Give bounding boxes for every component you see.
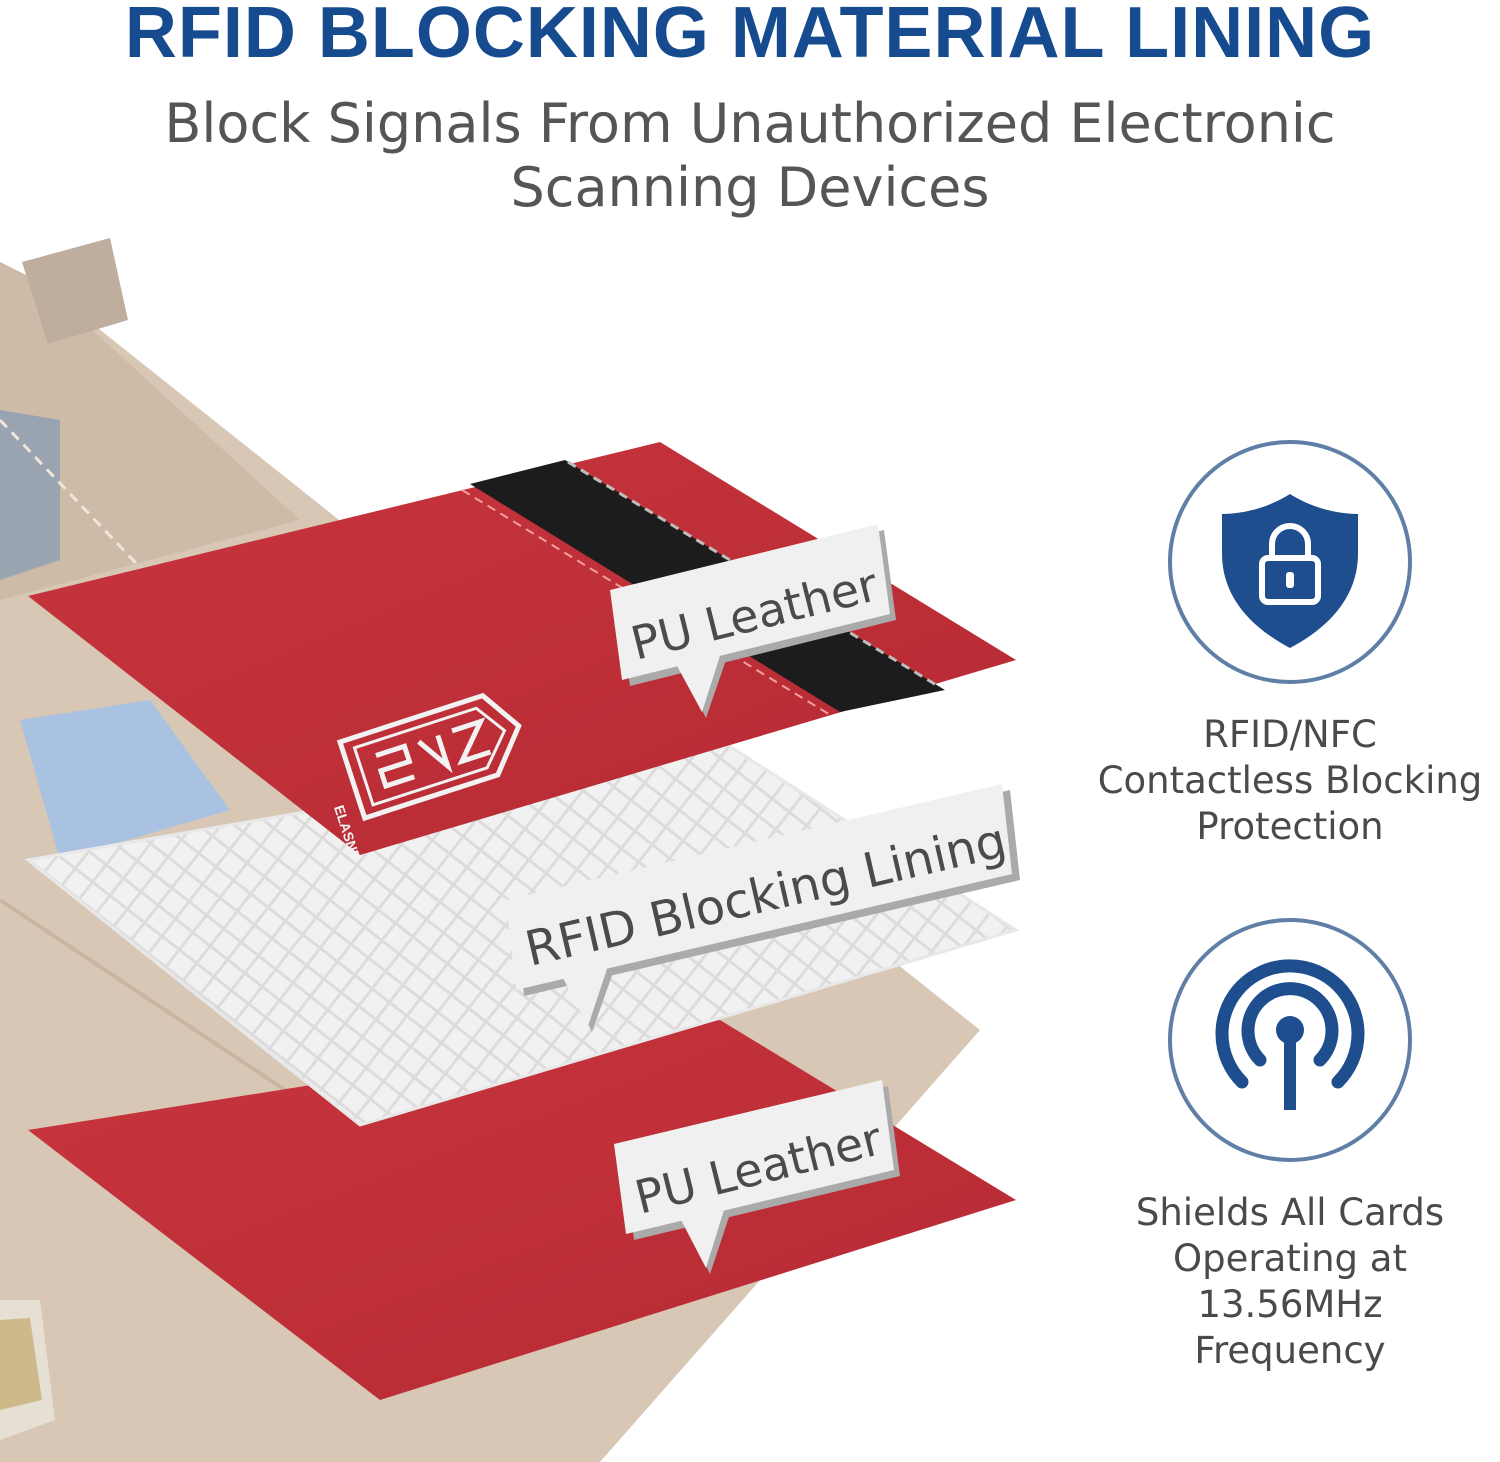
signal-broadcast-icon — [1215, 959, 1365, 1110]
feature-badge — [1168, 918, 1412, 1162]
subtitle-line-1: Block Signals From Unauthorized Electron… — [164, 92, 1336, 155]
feature-line: Protection — [1196, 805, 1384, 848]
feature-description: RFID/NFC Contactless Blocking Protection — [1080, 712, 1500, 850]
feature-line: Shields All Cards — [1135, 1191, 1445, 1234]
page-subtitle: Block Signals From Unauthorized Electron… — [120, 92, 1380, 220]
feature-line: Contactless Blocking — [1097, 759, 1483, 802]
subtitle-line-2: Scanning Devices — [510, 156, 990, 219]
bottom-leather-callout: PU Leather — [614, 1080, 900, 1274]
feature-frequency-shielding: Shields All Cards Operating at 13.56MHz … — [1080, 918, 1500, 1374]
shield-lock-icon — [1222, 494, 1358, 648]
feature-description: Shields All Cards Operating at 13.56MHz … — [1080, 1190, 1500, 1374]
feature-line: Operating at 13.56MHz — [1173, 1237, 1407, 1326]
feature-line: Frequency — [1194, 1329, 1386, 1372]
top-leather-callout: PU Leather — [610, 524, 896, 718]
page-title: RFID BLOCKING MATERIAL LINING — [124, 0, 1376, 73]
feature-badge — [1168, 440, 1412, 684]
feature-line: RFID/NFC — [1203, 713, 1377, 756]
feature-rfid-nfc-blocking: RFID/NFC Contactless Blocking Protection — [1080, 440, 1500, 850]
